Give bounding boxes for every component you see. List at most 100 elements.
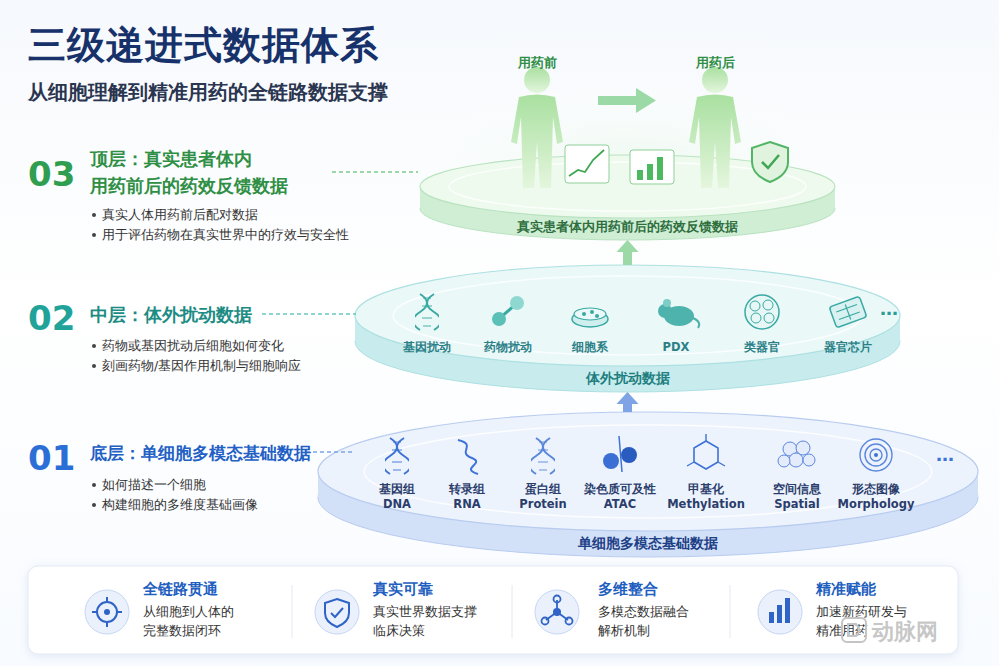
icon-circle [758,590,802,634]
platform-highlight [393,276,862,355]
band-divider [730,585,731,638]
leader-line [332,171,418,172]
bars-icon [758,590,802,634]
perturbation-item: 细胞系 [550,340,630,358]
person-head [702,67,728,93]
icon-shape [325,599,349,627]
icon-shape [554,596,561,603]
card-title: 多维整合 [598,578,735,600]
perturbation-item: 基因扰动 [387,340,467,358]
platform-highlight [364,425,932,518]
item-label: 甲基化 Methylation [664,482,748,512]
arrow-head [636,88,656,113]
icon-stroke [546,600,568,620]
item-label: 基因扰动 [387,340,467,355]
layer-heading: 底层：单细胞多模态基础数据 [90,441,311,465]
card-description: 从细胞到人体的 完整数据闭环 [143,602,280,640]
arrow-head [617,240,639,252]
icon-stroke [92,597,122,627]
ellipsis: … [880,296,898,321]
band-divider [512,585,513,638]
modality-item: 蛋白组 Protein [501,482,585,514]
icon-shape [97,602,117,622]
icon-shape [785,598,790,623]
item-label: PDX [636,340,716,355]
item-label: 类器官 [722,340,802,355]
diagram-title: 三级递进式数据体系 [28,20,379,71]
icon-stroke [331,608,343,617]
layer-number: 02 [28,294,75,342]
top-glow [367,75,887,265]
person-head [524,67,550,93]
perturbation-item: 器官芯片 [808,340,888,358]
shield-card-icon [315,590,359,634]
band-divider [292,585,293,638]
layer-heading: 中层：体外扰动数据 [90,302,252,327]
icon-circle [535,590,579,634]
bullet-text: 用于评估药物在真实世界中的疗效与安全性 [90,226,349,244]
card-description: 多模态数据融合 解析机制 [598,602,735,640]
modality-item: 基因组 DNA [355,482,439,514]
card-title: 全链路贯通 [143,578,280,600]
platform-highlight [449,162,806,211]
perturbation-item: 药物扰动 [468,340,548,358]
platform-label: 单细胞多模态基础数据 [318,535,978,552]
modality-item: 转录组 RNA [425,482,509,514]
item-label: 细胞系 [550,340,630,355]
before-after-arrow [598,88,656,113]
subtitle: 从细胞理解到精准用药的全链路数据支撑 [28,78,388,106]
bullet-text: 真实人体用药前后配对数据 [90,206,258,224]
perturbation-item: PDX [636,340,716,358]
card-title: 精准赋能 [816,578,953,600]
icon-shape [769,612,774,623]
item-label: 药物扰动 [468,340,548,355]
item-label: 转录组 RNA [425,482,509,512]
feature-card: 多维整合多模态数据融合 解析机制 [530,578,735,648]
icon-circle [85,590,129,634]
item-label: 器官芯片 [808,340,888,355]
icon-shape [777,605,782,623]
middle-platform: 体外扰动数据 基因扰动药物扰动细胞系 PDX 类器官器官芯片 [355,265,900,392]
platform-label: 体外扰动数据 [355,370,900,387]
layer-heading: 顶层：真实患者体内 用药前后的药效反馈数据 [90,145,340,199]
icon-shape [566,618,573,625]
network-icon [535,590,579,634]
perturbation-item: 类器官 [722,340,802,358]
icon-circle [315,590,359,634]
item-label: 基因组 DNA [355,482,439,512]
ellipsis: … [936,442,954,467]
layer-number: 01 [28,434,75,482]
bullet-text: 如何描述一个细胞 [90,476,206,494]
item-label: 蛋白组 Protein [501,482,585,512]
feature-card: 真实可靠真实世界数据支撑 临床决策 [305,578,510,648]
bullet-text: 药物或基因扰动后细胞如何变化 [90,337,284,355]
platform-surface [355,265,900,366]
modality-item: 甲基化 Methylation [664,482,748,514]
item-label: 形态图像 Morphology [834,482,918,512]
leader-line [262,313,356,314]
modality-item: 染色质可及性 ATAC [578,482,662,514]
watermark: 动脉网 [872,616,938,647]
platform-surface [318,412,978,531]
platform-label: 真实患者体内用药前后的药效反馈数据 [420,218,835,235]
arrow-shaft [598,96,638,105]
icon-shape [542,618,549,625]
icon-shape [104,609,110,615]
arrow-head [617,392,639,404]
feature-card: 全链路贯通从细胞到人体的 完整数据闭环 [75,578,280,648]
icon-shape [553,608,561,616]
card-description: 真实世界数据支撑 临床决策 [373,602,510,640]
connector-arrow [617,392,639,412]
modality-item: 空间信息 Spatial [755,482,839,514]
arrow-shaft [623,404,632,412]
item-label: 空间信息 Spatial [755,482,839,512]
modality-item: 形态图像 Morphology [834,482,918,514]
feature-band [28,566,958,654]
target-icon [85,590,129,634]
figure-label: 用药前 [518,54,557,72]
item-label: 染色质可及性 ATAC [578,482,662,512]
arrow-shaft [623,252,632,265]
platform-surface [420,155,835,218]
bottom-platform: 单细胞多模态基础数据 基因组 DNA转录组 RNA蛋白组 Protein染色质可及… [318,412,978,557]
